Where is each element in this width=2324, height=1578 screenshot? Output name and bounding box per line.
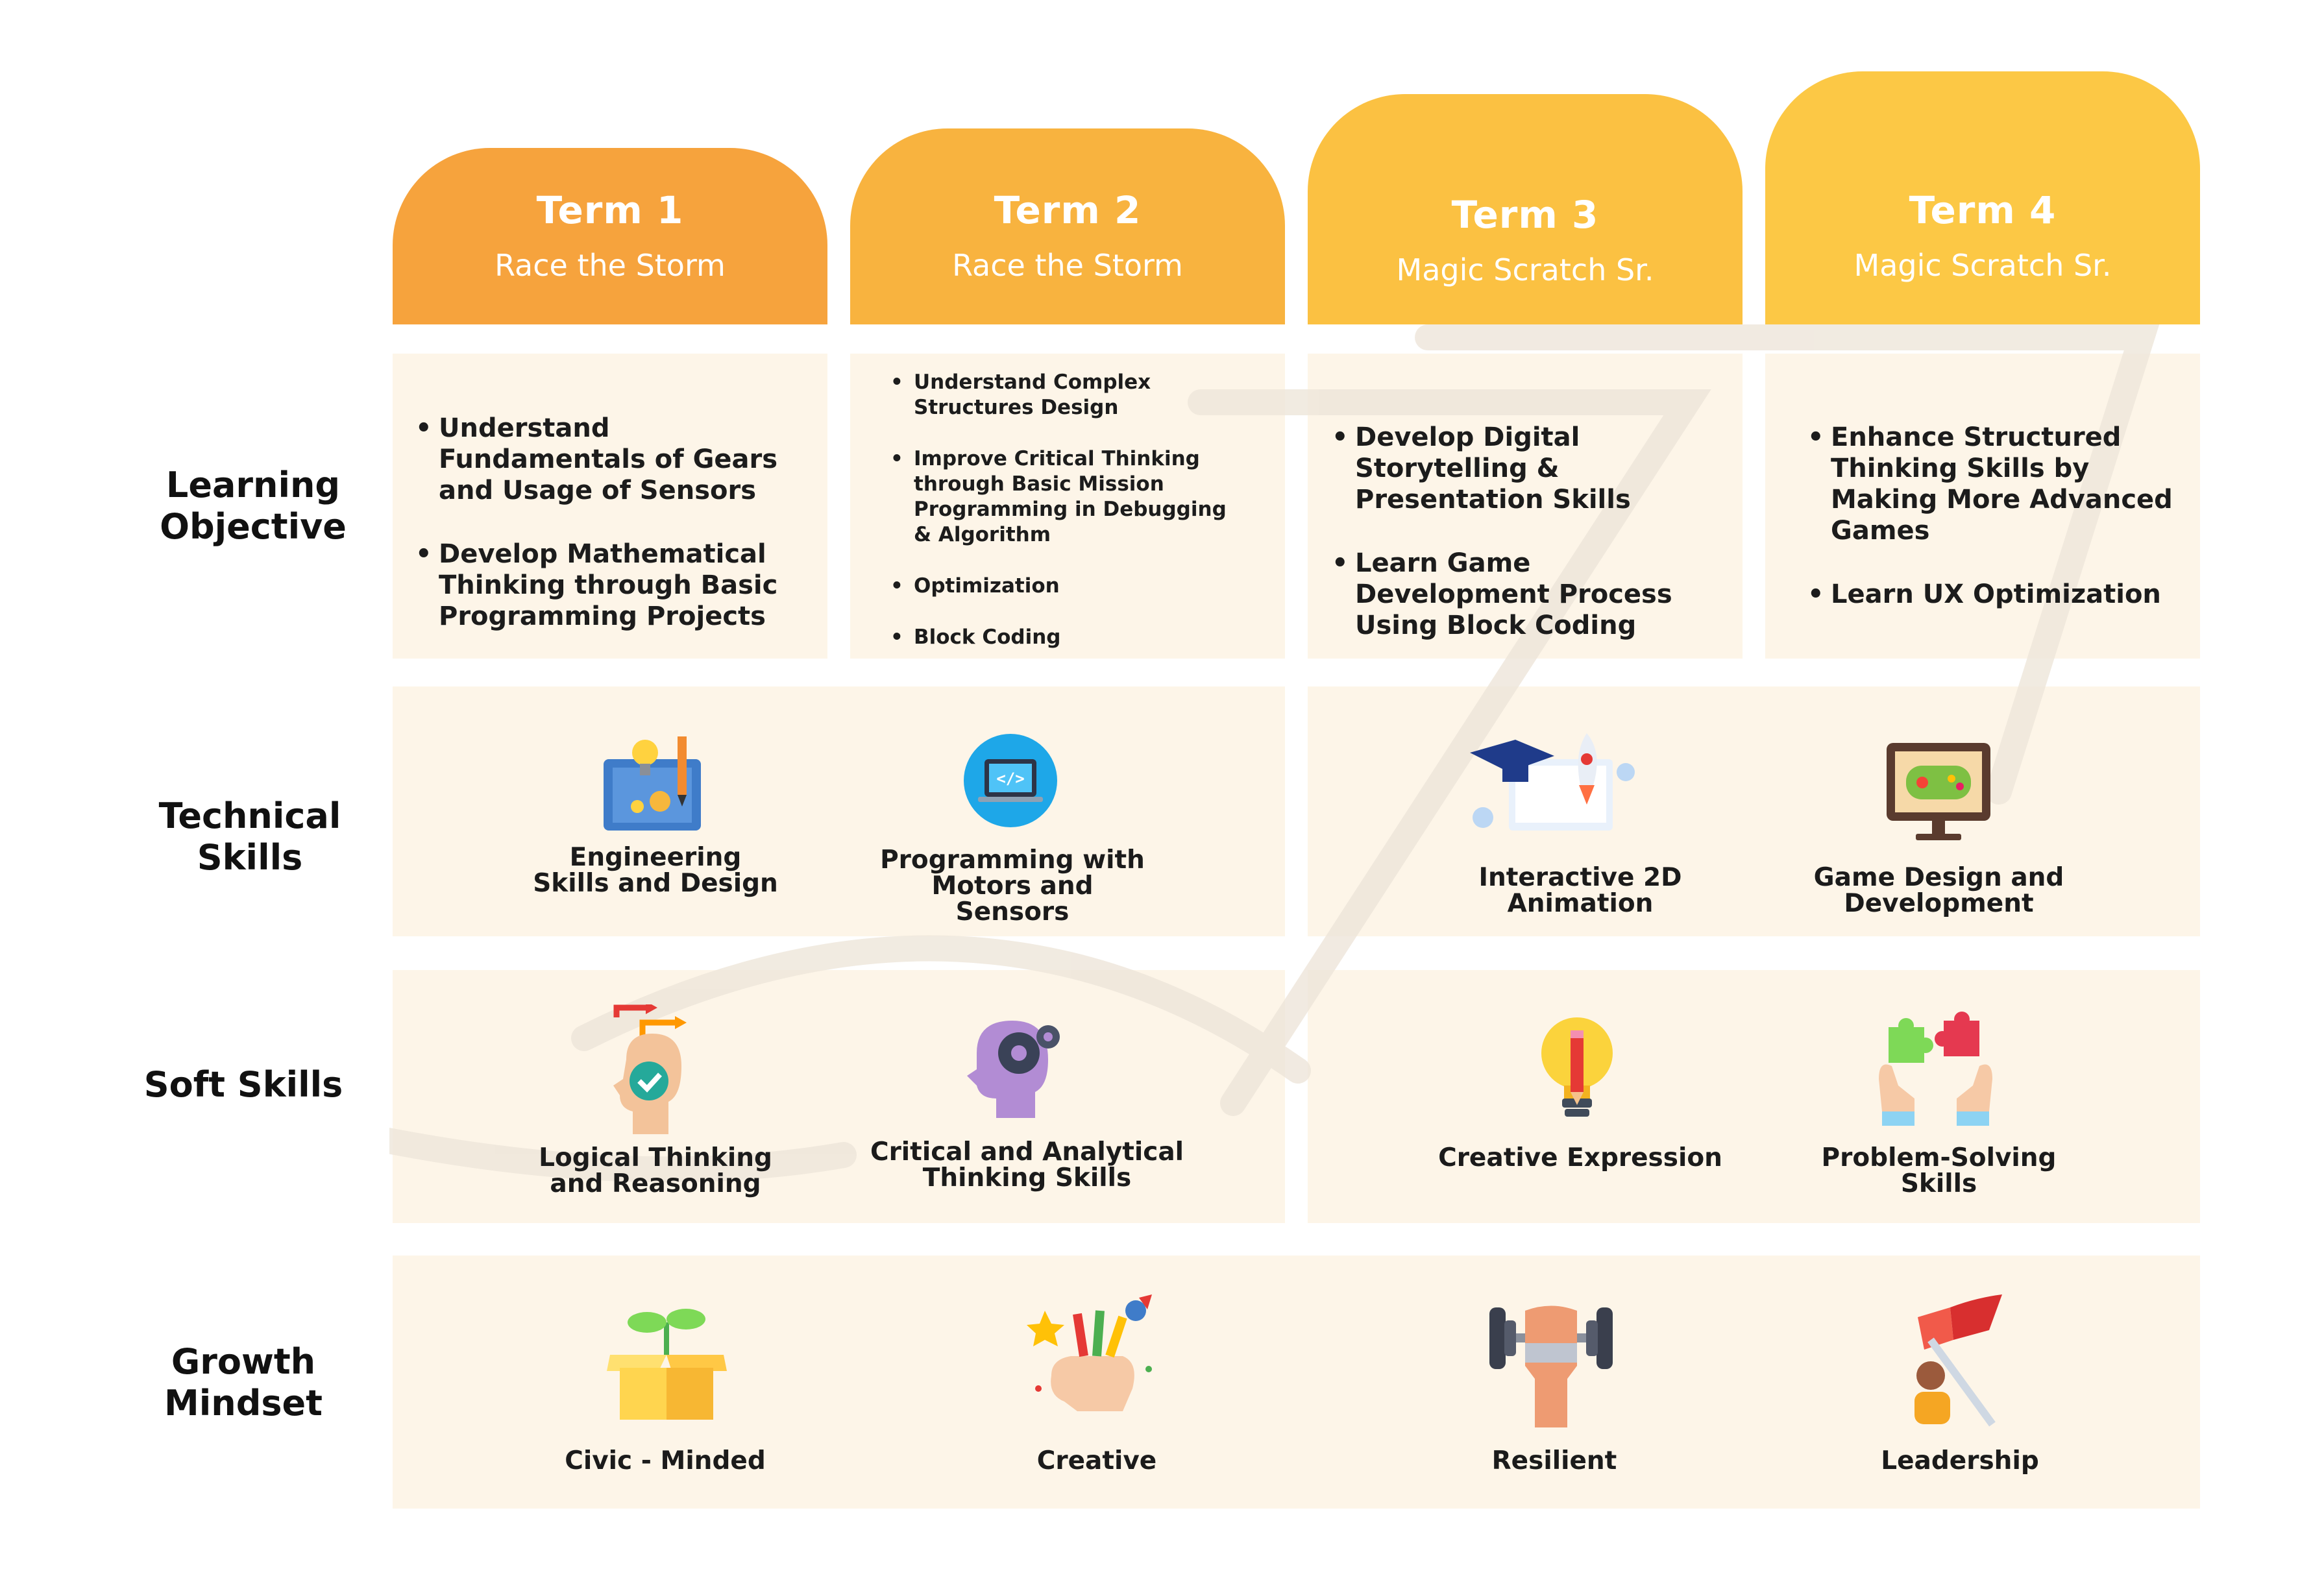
- growth-item-label: Leadership: [1881, 1446, 2039, 1475]
- term-2-header: Term 2 Race the Storm: [850, 128, 1285, 324]
- term-subtitle: Race the Storm: [952, 248, 1183, 283]
- creative-icon: [1027, 1294, 1152, 1411]
- objective-list-term-2: Understand Complex Structures Design Imp…: [890, 370, 1228, 676]
- watermark-logo-icon: [389, 324, 2160, 1183]
- row-label-technical-skills: Technical Skills: [158, 795, 341, 878]
- technical-item-label: Engineering Skills and Design: [533, 843, 778, 898]
- growth-item-label: Creative: [1036, 1446, 1157, 1475]
- soft-item-label: Logical Thinking and Reasoning: [539, 1143, 772, 1198]
- objective-list-term-4: Enhance Structured Thinking Skills by Ma…: [1807, 422, 2177, 642]
- technical-item-label: Interactive 2D Animation: [1478, 863, 1682, 918]
- animation-icon: [1470, 733, 1635, 831]
- game-design-icon: [1887, 743, 1990, 840]
- creative-expression-icon: [1541, 1017, 1613, 1117]
- objective-list-term-1: Understand Fundamentals of Gears and Usa…: [415, 413, 811, 664]
- soft-item-label: Critical and Analytical Thinking Skills: [870, 1137, 1184, 1193]
- soft-panel-right: [1308, 970, 2200, 1223]
- term-title: Term 3: [1451, 193, 1599, 237]
- soft-panel-left: [393, 970, 1285, 1223]
- svg-text:</>: </>: [996, 770, 1024, 788]
- programming-icon: </>: [964, 734, 1057, 827]
- resilient-icon: [1489, 1305, 1613, 1427]
- row-label-growth-mindset: Growth Mindset: [164, 1341, 323, 1424]
- term-subtitle: Magic Scratch Sr.: [1853, 248, 2112, 283]
- term-subtitle: Race the Storm: [495, 248, 726, 283]
- term-1-header: Term 1 Race the Storm: [393, 148, 827, 324]
- objective-item: Improve Critical Thinking through Basic …: [890, 446, 1228, 548]
- critical-thinking-icon: [967, 1021, 1060, 1118]
- technical-panel-right: [1308, 686, 2200, 936]
- objective-item: Understand Complex Structures Design: [890, 370, 1228, 420]
- term-subtitle: Magic Scratch Sr.: [1396, 252, 1654, 287]
- objective-item: Optimization: [890, 574, 1228, 599]
- objective-item: Understand Fundamentals of Gears and Usa…: [415, 413, 811, 506]
- leadership-icon: [1914, 1294, 2002, 1427]
- objective-item: Learn UX Optimization: [1807, 579, 2177, 610]
- objective-item: Develop Digital Storytelling & Presentat…: [1332, 422, 1734, 515]
- growth-item-label: Resilient: [1491, 1446, 1617, 1475]
- technical-panel-left: [393, 686, 1285, 936]
- term-4-header: Term 4 Magic Scratch Sr.: [1765, 71, 2200, 324]
- growth-item-label: Civic - Minded: [565, 1446, 766, 1475]
- term-title: Term 4: [1909, 188, 2057, 232]
- logical-thinking-icon: [613, 1004, 687, 1134]
- term-title: Term 2: [994, 188, 1142, 232]
- row-label-soft-skills: Soft Skills: [143, 1064, 343, 1105]
- row-label-learning-objective: Learning Objective: [160, 465, 347, 547]
- objective-item: Develop Mathematical Thinking through Ba…: [415, 539, 811, 632]
- problem-solving-icon: [1879, 1012, 1992, 1126]
- objective-list-term-3: Develop Digital Storytelling & Presentat…: [1332, 422, 1734, 674]
- technical-item-label: Game Design and Development: [1813, 863, 2064, 918]
- technical-item-label: Programming with Motors and Sensors: [880, 845, 1145, 927]
- civic-minded-icon: [607, 1309, 727, 1420]
- objective-item: Enhance Structured Thinking Skills by Ma…: [1807, 422, 2177, 546]
- soft-item-label: Problem-Solving Skills: [1821, 1143, 2057, 1198]
- engineering-icon: [604, 736, 701, 831]
- term-3-header: Term 3 Magic Scratch Sr.: [1308, 94, 1743, 324]
- term-title: Term 1: [536, 188, 684, 232]
- soft-item-label: Creative Expression: [1438, 1143, 1722, 1172]
- objective-item: Block Coding: [890, 625, 1228, 650]
- objective-item: Learn Game Development Process Using Blo…: [1332, 548, 1734, 641]
